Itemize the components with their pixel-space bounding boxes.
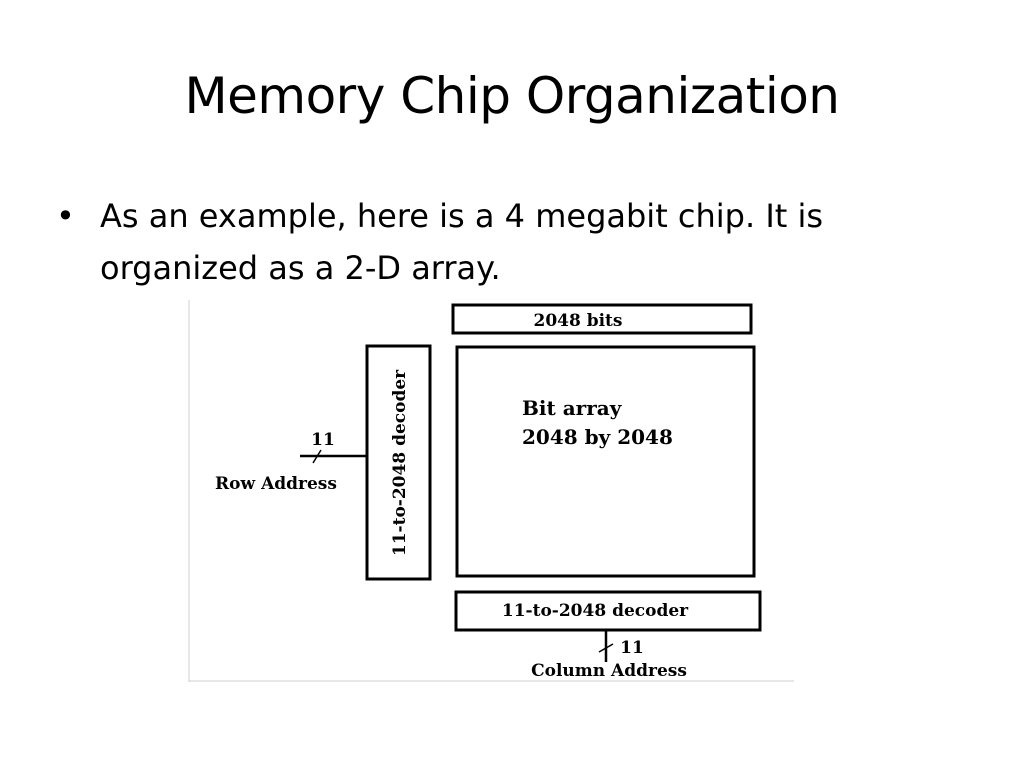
- bit-array-title: Bit array: [522, 396, 623, 420]
- column-bus-slash: [598, 643, 614, 653]
- memory-chip-diagram: 2048 bits Bit array 2048 by 2048 11-to-2…: [188, 300, 794, 682]
- row-address-label: Row Address: [215, 474, 337, 494]
- slide-title: Memory Chip Organization: [184, 67, 840, 125]
- bits-width-label: 2048 bits: [533, 311, 622, 331]
- column-address-label: Column Address: [531, 661, 687, 681]
- diagram-svg: 2048 bits Bit array 2048 by 2048 11-to-2…: [188, 300, 794, 682]
- row-bus-slash: [312, 449, 322, 464]
- row-decoder-label: 11-to-2048 decoder: [390, 369, 410, 556]
- row-decoder-box: [365, 344, 432, 581]
- column-bus-width: 11: [620, 638, 644, 658]
- bits-width-box: [451, 303, 753, 335]
- column-decoder-label: 11-to-2048 decoder: [502, 601, 689, 621]
- bullet-text: As an example, here is a 4 megabit chip.…: [100, 197, 824, 287]
- bit-array-box: [455, 345, 756, 578]
- row-bus-width: 11: [311, 430, 335, 450]
- bullet-list: • As an example, here is a 4 megabit chi…: [56, 190, 956, 294]
- bit-array-dimensions: 2048 by 2048: [522, 425, 673, 449]
- bullet-marker: •: [56, 197, 75, 235]
- column-decoder-box: [454, 590, 762, 632]
